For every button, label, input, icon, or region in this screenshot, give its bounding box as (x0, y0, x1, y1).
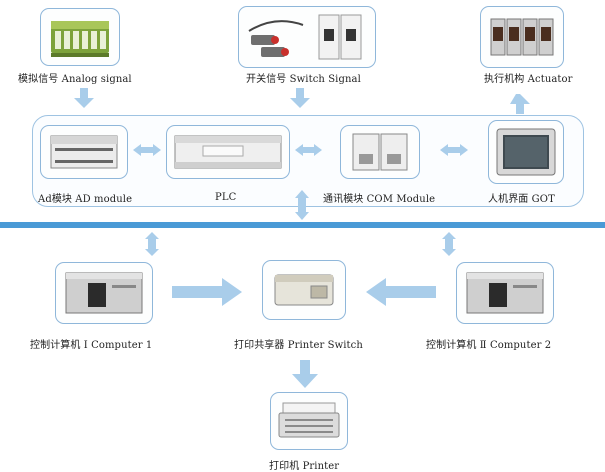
computer2-frame (456, 262, 554, 324)
arrow-com-bus (295, 190, 309, 220)
arrow-plc-com (295, 144, 322, 156)
arrow-actuator-up (510, 94, 530, 114)
ad-module-frame (40, 125, 128, 179)
computer1-image (65, 272, 143, 314)
got-label: 人机界面 GOT (488, 194, 555, 205)
ad-module-image (50, 135, 118, 169)
actuator-image (490, 18, 554, 56)
plc-image (174, 135, 282, 169)
arrow-com-got (440, 144, 468, 156)
computer1-label: 控制计算机 Ⅰ Computer 1 (30, 340, 153, 351)
switch-signal-frame (238, 6, 376, 68)
ad-module-label: Ad模块 AD module (38, 194, 133, 205)
com-module-image (352, 133, 408, 171)
plc-frame (166, 125, 290, 179)
analog-signal-label: 模拟信号 Analog signal (18, 74, 132, 85)
printer-switch-image (274, 274, 334, 306)
arrow-computer1-switch (172, 278, 242, 306)
com-module-label: 通讯模块 COM Module (323, 194, 436, 205)
arrow-ad-plc (133, 144, 161, 156)
printer-label: 打印机 Printer (269, 461, 340, 472)
arrow-switch-printer (292, 360, 318, 388)
printer-switch-label: 打印共享器 Printer Switch (234, 340, 363, 351)
got-image (496, 128, 556, 176)
arrow-switch-down (290, 88, 310, 108)
computer1-frame (55, 262, 153, 324)
computer2-image (466, 272, 544, 314)
plc-label: PLC (215, 192, 237, 203)
switch-signal-image (248, 14, 362, 60)
printer-switch-frame (262, 260, 346, 320)
got-frame (488, 120, 564, 184)
arrow-analog-down (74, 88, 94, 108)
arrow-bus-computer2 (442, 232, 456, 256)
computer2-label: 控制计算机 Ⅱ Computer 2 (426, 340, 552, 351)
arrow-computer2-switch (366, 278, 436, 306)
actuator-frame (480, 6, 564, 68)
printer-frame (270, 392, 348, 450)
switch-signal-label: 开关信号 Switch Signal (246, 74, 361, 85)
arrow-bus-computer1 (145, 232, 159, 256)
analog-signal-image (51, 21, 109, 57)
actuator-label: 执行机构 Actuator (484, 74, 573, 85)
analog-signal-frame (40, 8, 120, 66)
network-bus-band (0, 222, 605, 228)
com-module-frame (340, 125, 420, 179)
printer-image (278, 402, 340, 438)
